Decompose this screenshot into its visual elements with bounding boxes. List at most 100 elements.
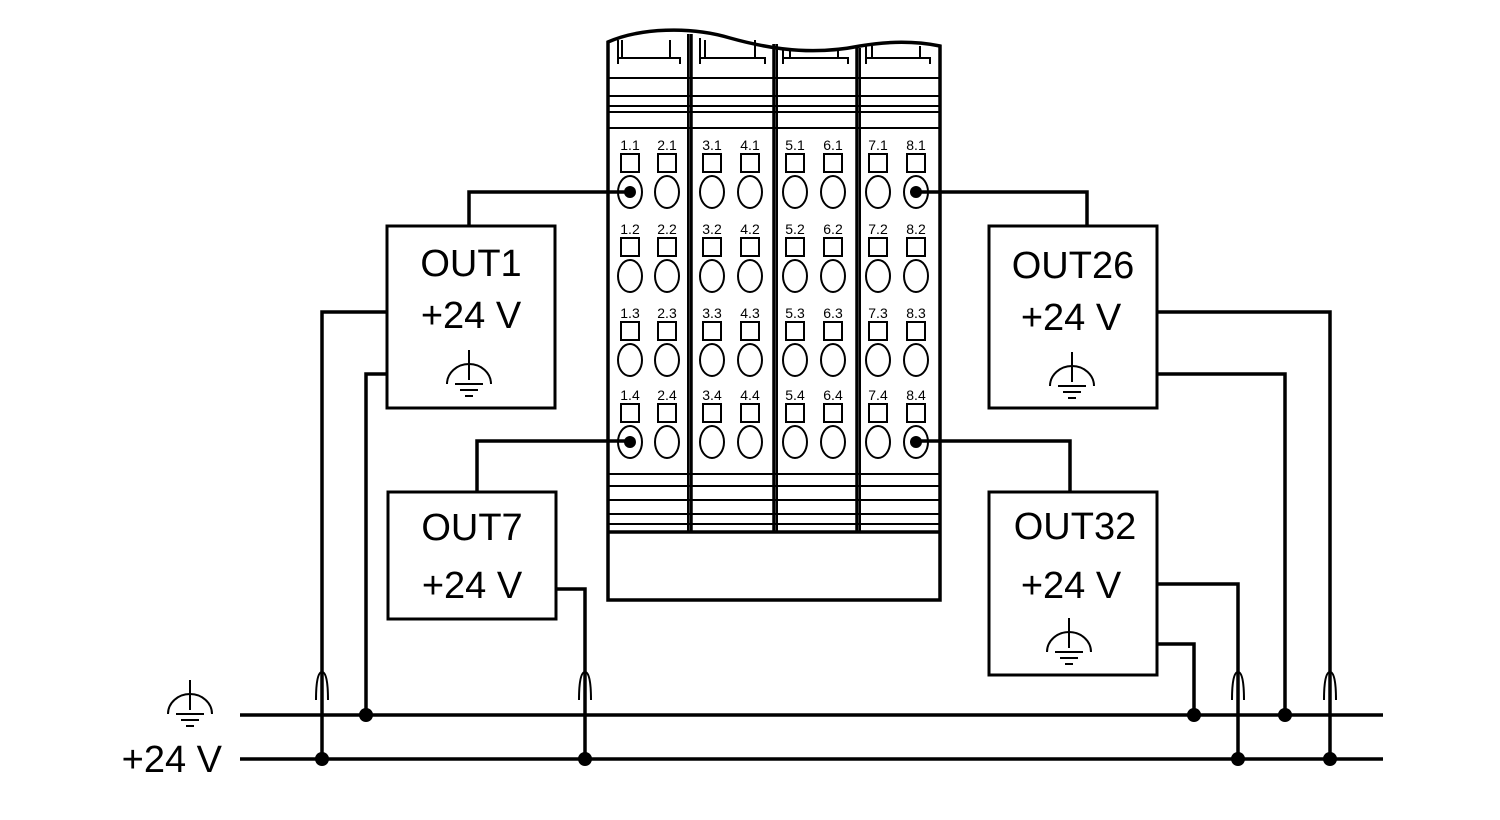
pin-socket <box>782 425 808 459</box>
pin-socket <box>782 343 808 377</box>
junction-dot <box>1231 752 1245 766</box>
pin-socket <box>865 425 891 459</box>
pin-label: 2.2 <box>657 221 677 237</box>
pin-indicator <box>657 153 677 173</box>
pin-indicator <box>823 153 843 173</box>
pin-label: 2.1 <box>657 137 677 153</box>
pin-indicator <box>785 153 805 173</box>
pin-label: 5.1 <box>785 137 805 153</box>
pin-socket <box>654 175 680 209</box>
pin-indicator <box>906 153 926 173</box>
pin-indicator <box>868 321 888 341</box>
pin-indicator <box>868 403 888 423</box>
pin-socket <box>654 425 680 459</box>
pin-socket <box>654 343 680 377</box>
pin-indicator <box>620 403 640 423</box>
pin-indicator <box>702 403 722 423</box>
ground-rail <box>167 680 1383 727</box>
junction-dot <box>315 752 329 766</box>
pin-indicator <box>702 321 722 341</box>
junction-dot <box>359 708 373 722</box>
module-label: OUT32 <box>1014 506 1136 548</box>
ground-icon <box>1046 618 1092 665</box>
pin-socket <box>737 425 763 459</box>
pin-label: 3.2 <box>702 221 722 237</box>
wire-crossings <box>315 670 1337 701</box>
pin-label: 4.2 <box>740 221 760 237</box>
pin-label: 2.3 <box>657 305 677 321</box>
pin-label: 7.4 <box>868 387 888 403</box>
pin-indicator <box>740 153 760 173</box>
pin-label: 8.3 <box>906 305 926 321</box>
supply-rail-label: +24 V <box>122 739 223 781</box>
pin-socket <box>737 259 763 293</box>
pin-indicator <box>906 321 926 341</box>
pin-indicator <box>657 321 677 341</box>
terminal-block <box>606 28 942 602</box>
module-supply: +24 V <box>422 565 523 607</box>
pin-indicator <box>785 403 805 423</box>
pin-indicator <box>868 153 888 173</box>
pin-socket <box>617 259 643 293</box>
pin-socket <box>737 343 763 377</box>
pin-label: 7.3 <box>868 305 888 321</box>
pin-indicator <box>620 321 640 341</box>
pin-indicator <box>785 321 805 341</box>
pin-socket <box>699 175 725 209</box>
module-supply: +24 V <box>1021 565 1122 607</box>
pin-indicator <box>823 403 843 423</box>
pin-indicator <box>823 237 843 257</box>
pin-socket <box>820 343 846 377</box>
module-label: OUT26 <box>1012 245 1134 287</box>
pin-socket <box>865 175 891 209</box>
pin-label: 8.2 <box>906 221 926 237</box>
pin-label: 4.4 <box>740 387 760 403</box>
pin-socket <box>903 343 929 377</box>
pin-indicator <box>906 403 926 423</box>
pin-indicator <box>657 403 677 423</box>
pin-label: 7.1 <box>868 137 888 153</box>
pin-indicator <box>785 237 805 257</box>
pin-indicator <box>620 153 640 173</box>
pin-socket <box>820 259 846 293</box>
pin-label: 6.2 <box>823 221 843 237</box>
pin-indicator <box>906 237 926 257</box>
pin-indicator <box>740 237 760 257</box>
junction-dot <box>578 752 592 766</box>
pin-socket <box>617 343 643 377</box>
pin-indicator <box>620 237 640 257</box>
module-supply: +24 V <box>1021 297 1122 339</box>
supply-rail: +24 V <box>122 739 1383 781</box>
pin-indicator <box>868 237 888 257</box>
pin-indicator <box>657 237 677 257</box>
module-supply: +24 V <box>421 295 522 337</box>
pin-socket <box>865 343 891 377</box>
ground-icon <box>446 350 492 397</box>
pin-label: 8.4 <box>906 387 926 403</box>
pin-socket <box>865 259 891 293</box>
pin-label: 3.4 <box>702 387 722 403</box>
module-out1: OUT1 +24 V <box>385 224 557 410</box>
pin-socket <box>654 259 680 293</box>
pin-label: 6.1 <box>823 137 843 153</box>
pin-socket <box>782 175 808 209</box>
pin-label: 7.2 <box>868 221 888 237</box>
pin-socket <box>820 175 846 209</box>
module-out26: OUT26 +24 V <box>987 224 1159 410</box>
pin-indicator <box>740 403 760 423</box>
pin-socket <box>699 425 725 459</box>
wires <box>320 190 1332 759</box>
pin-socket <box>737 175 763 209</box>
junctions <box>315 708 1337 766</box>
pin-indicator <box>702 237 722 257</box>
pin-label: 4.1 <box>740 137 760 153</box>
pin-label: 4.3 <box>740 305 760 321</box>
junction-dot <box>1278 708 1292 722</box>
pin-label: 1.3 <box>620 305 640 321</box>
junction-dot <box>1187 708 1201 722</box>
pin-indicator <box>740 321 760 341</box>
pin-label: 1.1 <box>620 137 640 153</box>
module-label: OUT1 <box>420 243 521 285</box>
pin-indicator <box>702 153 722 173</box>
